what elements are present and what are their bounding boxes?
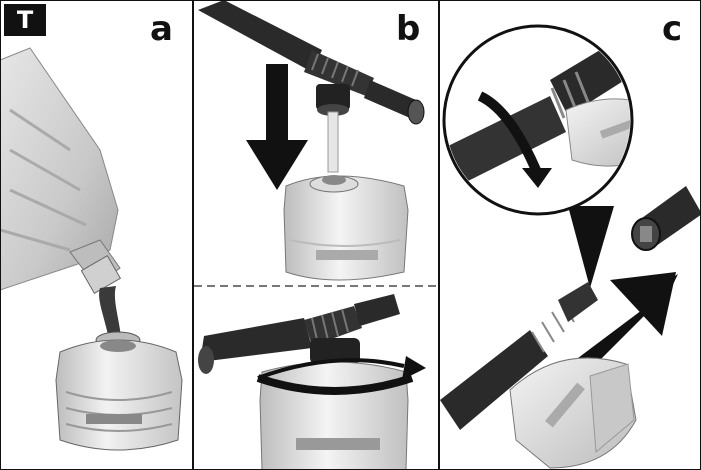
foam-nozzle-container xyxy=(55,331,183,451)
panel-label-a: a xyxy=(150,9,173,49)
panel-a: T a xyxy=(0,0,192,470)
panel-label-b: b xyxy=(396,9,421,49)
arrow-down-icon xyxy=(246,64,308,190)
panel-label-c: c xyxy=(662,9,683,49)
panel-b-illustration xyxy=(194,0,438,470)
panel-a-illustration xyxy=(0,47,183,451)
panel-divider xyxy=(192,0,194,470)
nozzle-adapter xyxy=(631,186,701,251)
foam-container-top xyxy=(283,175,409,281)
foam-container-assembled xyxy=(509,357,637,469)
rotate-arrow-icon xyxy=(256,356,426,395)
spray-lance-top xyxy=(198,0,425,173)
liquid-stream xyxy=(99,286,122,345)
detergent-bottle xyxy=(0,47,122,294)
zoom-detail xyxy=(442,24,634,216)
instruction-badge: T xyxy=(4,4,46,36)
panel-c-illustration xyxy=(440,24,701,469)
panel-b: b xyxy=(194,0,438,470)
panel-c: c xyxy=(440,0,701,470)
spray-lance-assembled xyxy=(440,282,598,430)
spray-lance-bottom xyxy=(198,294,400,374)
zoom-pointer xyxy=(568,206,614,288)
panel-divider xyxy=(438,0,440,470)
